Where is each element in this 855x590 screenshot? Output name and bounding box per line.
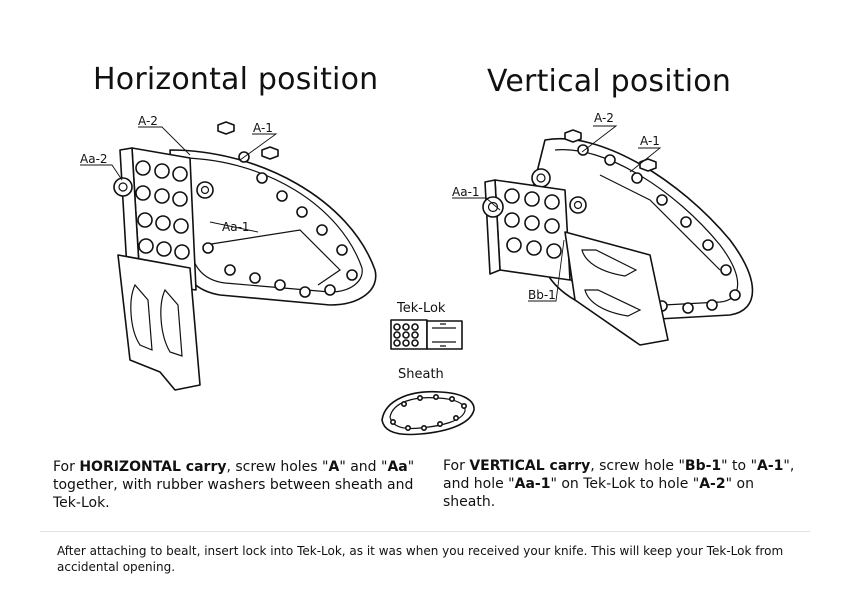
teklok-part-drawing [390,319,463,350]
callout-h-a2: A-2 [138,114,158,128]
callout-h-aa1: Aa-1 [222,220,250,234]
callout-v-a2: A-2 [594,111,614,125]
callout-h-aa2: Aa-2 [80,152,108,166]
horizontal-carry-instructions: For HORIZONTAL carry, screw holes "A" an… [53,459,415,511]
vertical-leader-lines [452,125,662,302]
vertical-teklok [482,179,669,346]
teklok-label: Tek-Lok [397,301,446,316]
callout-v-bb1: Bb-1 [528,288,556,302]
horizontal-screws [217,121,279,160]
horizontal-sheath [169,149,377,306]
callout-v-aa1: Aa-1 [452,185,480,199]
horizontal-leader-lines [80,126,278,233]
sheath-label: Sheath [398,367,444,382]
horizontal-position-title: Horizontal position [93,62,379,97]
horizontal-teklok [113,147,214,391]
footer-note: After attaching to bealt, insert lock in… [57,544,784,574]
sheath-part-drawing [381,390,475,436]
vertical-position-title: Vertical position [487,64,732,99]
callout-h-a1: A-1 [253,121,273,135]
vertical-carry-instructions: For VERTICAL carry, screw hole "Bb-1" to… [443,458,795,510]
footer-divider [40,531,810,532]
callout-v-a1: A-1 [640,134,660,148]
vertical-screws [564,129,657,172]
